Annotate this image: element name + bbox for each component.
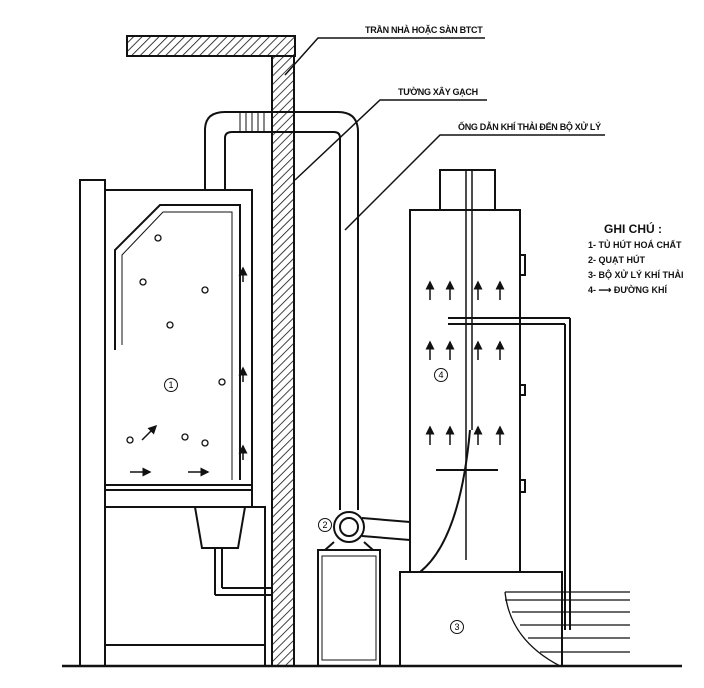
- exhaust-duct: [204, 111, 359, 510]
- marker-3: 3: [450, 620, 464, 634]
- marker-1: 1: [164, 378, 178, 392]
- legend-item: 2- QUẠT HÚT: [588, 255, 645, 265]
- legend-item: 4- ⟶ ĐƯỜNG KHÍ: [588, 285, 668, 295]
- ceiling-slab: [126, 35, 296, 57]
- marker-2: 2: [318, 518, 332, 532]
- leader-lines: [284, 37, 605, 231]
- scrubber-tower: [399, 169, 630, 667]
- legend-item: 1- TỦ HÚT HOÁ CHẤT: [588, 240, 682, 250]
- label-wall: TƯỜNG XÂY GẠCH: [398, 87, 478, 97]
- fume-hood: [79, 179, 272, 667]
- legend: GHI CHÚ : 1- TỦ HÚT HOÁ CHẤT 2- QUẠT HÚT…: [588, 222, 683, 301]
- brick-wall: [271, 55, 295, 667]
- legend-title: GHI CHÚ :: [604, 222, 662, 236]
- label-duct: ỐNG DẪN KHÍ THẢI ĐẾN BỘ XỬ LÝ: [458, 122, 601, 132]
- exhaust-fan: [317, 511, 411, 667]
- legend-item: 3- BỘ XỬ LÝ KHÍ THẢI: [588, 270, 684, 280]
- marker-4: 4: [434, 368, 448, 382]
- label-ceiling: TRẦN NHÀ HOẶC SÀN BTCT: [365, 25, 483, 35]
